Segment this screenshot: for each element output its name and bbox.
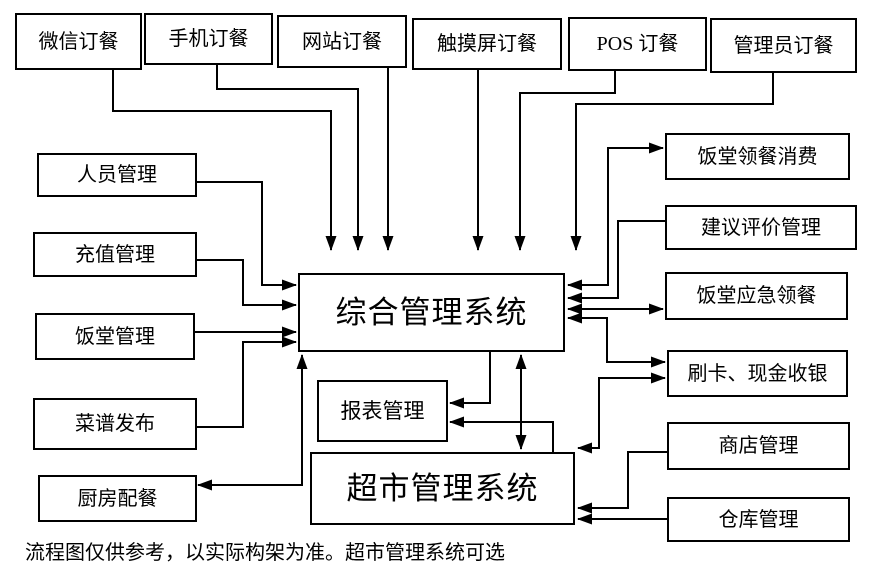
node-wechat-order: 微信订餐 bbox=[15, 13, 142, 70]
node-meal-consume: 饭堂领餐消费 bbox=[665, 133, 850, 180]
edge-recharge-to-central bbox=[197, 259, 297, 311]
node-emergency-meal: 饭堂应急领餐 bbox=[665, 272, 848, 320]
node-personnel-mgmt: 人员管理 bbox=[37, 153, 197, 197]
node-admin-order: 管理员订餐 bbox=[710, 18, 857, 73]
node-report-mgmt: 报表管理 bbox=[317, 380, 448, 442]
edge-menu-to-central bbox=[197, 336, 297, 428]
edge-central-mealconsume-bidir bbox=[567, 142, 664, 291]
node-suggestion-mgmt: 建议评价管理 bbox=[665, 205, 857, 250]
edge-pos-to-central bbox=[514, 71, 616, 251]
node-menu-publish: 菜谱发布 bbox=[33, 398, 197, 450]
edge-suggestion-to-central bbox=[567, 220, 665, 304]
footnote-text: 流程图仅供参考，以实际构架为准。超市管理系统可选 bbox=[25, 542, 505, 564]
edge-supermarket-to-report bbox=[449, 416, 554, 452]
node-pos-order: POS 订餐 bbox=[568, 17, 707, 71]
edge-supermarket-cashier-bidir bbox=[577, 372, 666, 454]
node-website-order: 网站订餐 bbox=[277, 15, 407, 68]
node-canteen-mgmt: 饭堂管理 bbox=[35, 313, 195, 360]
edge-shop-to-supermarket bbox=[577, 451, 667, 514]
edge-mobile-to-central bbox=[216, 65, 364, 251]
node-mobile-order: 手机订餐 bbox=[144, 13, 273, 65]
node-touchscreen-order: 触摸屏订餐 bbox=[412, 18, 562, 70]
node-cashier: 刷卡、现金收银 bbox=[667, 350, 848, 397]
node-supermarket-system: 超市管理系统 bbox=[310, 452, 575, 525]
node-kitchen-catering: 厨房配餐 bbox=[38, 475, 197, 522]
edge-central-to-report bbox=[449, 352, 491, 409]
node-shop-mgmt: 商店管理 bbox=[667, 422, 850, 470]
node-central-system: 综合管理系统 bbox=[298, 273, 565, 352]
node-recharge-mgmt: 充值管理 bbox=[33, 232, 197, 277]
edge-wechat-to-central bbox=[112, 70, 337, 251]
edge-central-cashier-bidir bbox=[567, 312, 666, 368]
edge-personnel-to-central bbox=[197, 181, 297, 291]
node-warehouse-mgmt: 仓库管理 bbox=[667, 497, 850, 542]
edge-kitchen-central-bidir bbox=[197, 354, 308, 491]
